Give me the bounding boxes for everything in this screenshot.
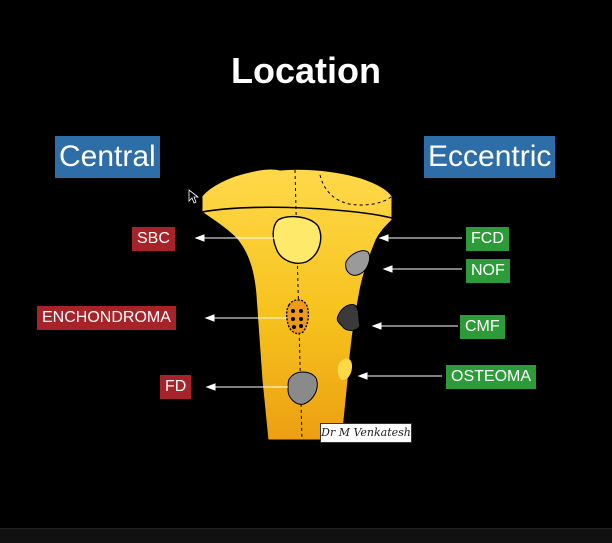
enchondroma-dot: [291, 309, 295, 313]
sbc-lesion: [272, 215, 322, 264]
eccentric-header: Eccentric: [424, 136, 556, 178]
osteoma-lesion: [337, 358, 352, 380]
label-osteoma: OSTEOMA: [446, 365, 537, 389]
enchondroma-dot: [299, 324, 303, 328]
cmf-lesion: [336, 303, 361, 331]
arrowhead-nof: [382, 265, 393, 273]
enchondroma-dot: [299, 317, 303, 321]
slide-title: Location: [231, 50, 381, 91]
fd-lesion: [287, 371, 318, 405]
central-header: Central: [55, 136, 160, 178]
label-fd: FD: [160, 375, 192, 399]
enchondroma-dot: [291, 317, 295, 321]
bottom-bar: [0, 528, 612, 543]
label-sbc: SBC: [132, 227, 175, 251]
arrowhead-osteoma: [357, 372, 368, 380]
eccentric-guide: [319, 174, 393, 206]
label-nof: NOF: [466, 259, 510, 283]
arrowhead-fcd: [378, 234, 389, 242]
author-credit: Dr M Venkatesh: [320, 423, 412, 443]
growth-plate: [201, 206, 393, 219]
enchondroma-lesion: [285, 299, 310, 335]
enchondroma-dot: [292, 325, 296, 329]
nof-lesion: [345, 250, 371, 276]
label-cmf: CMF: [460, 315, 505, 339]
enchondroma-dot: [299, 309, 303, 313]
arrowhead-enchondroma: [204, 314, 215, 322]
arrowhead-cmf: [371, 322, 382, 330]
cursor-icon: [188, 189, 200, 204]
arrowhead-fd: [205, 383, 216, 391]
label-enchondroma: ENCHONDROMA: [37, 306, 176, 330]
label-fcd: FCD: [466, 227, 509, 251]
arrowhead-sbc: [194, 234, 205, 242]
